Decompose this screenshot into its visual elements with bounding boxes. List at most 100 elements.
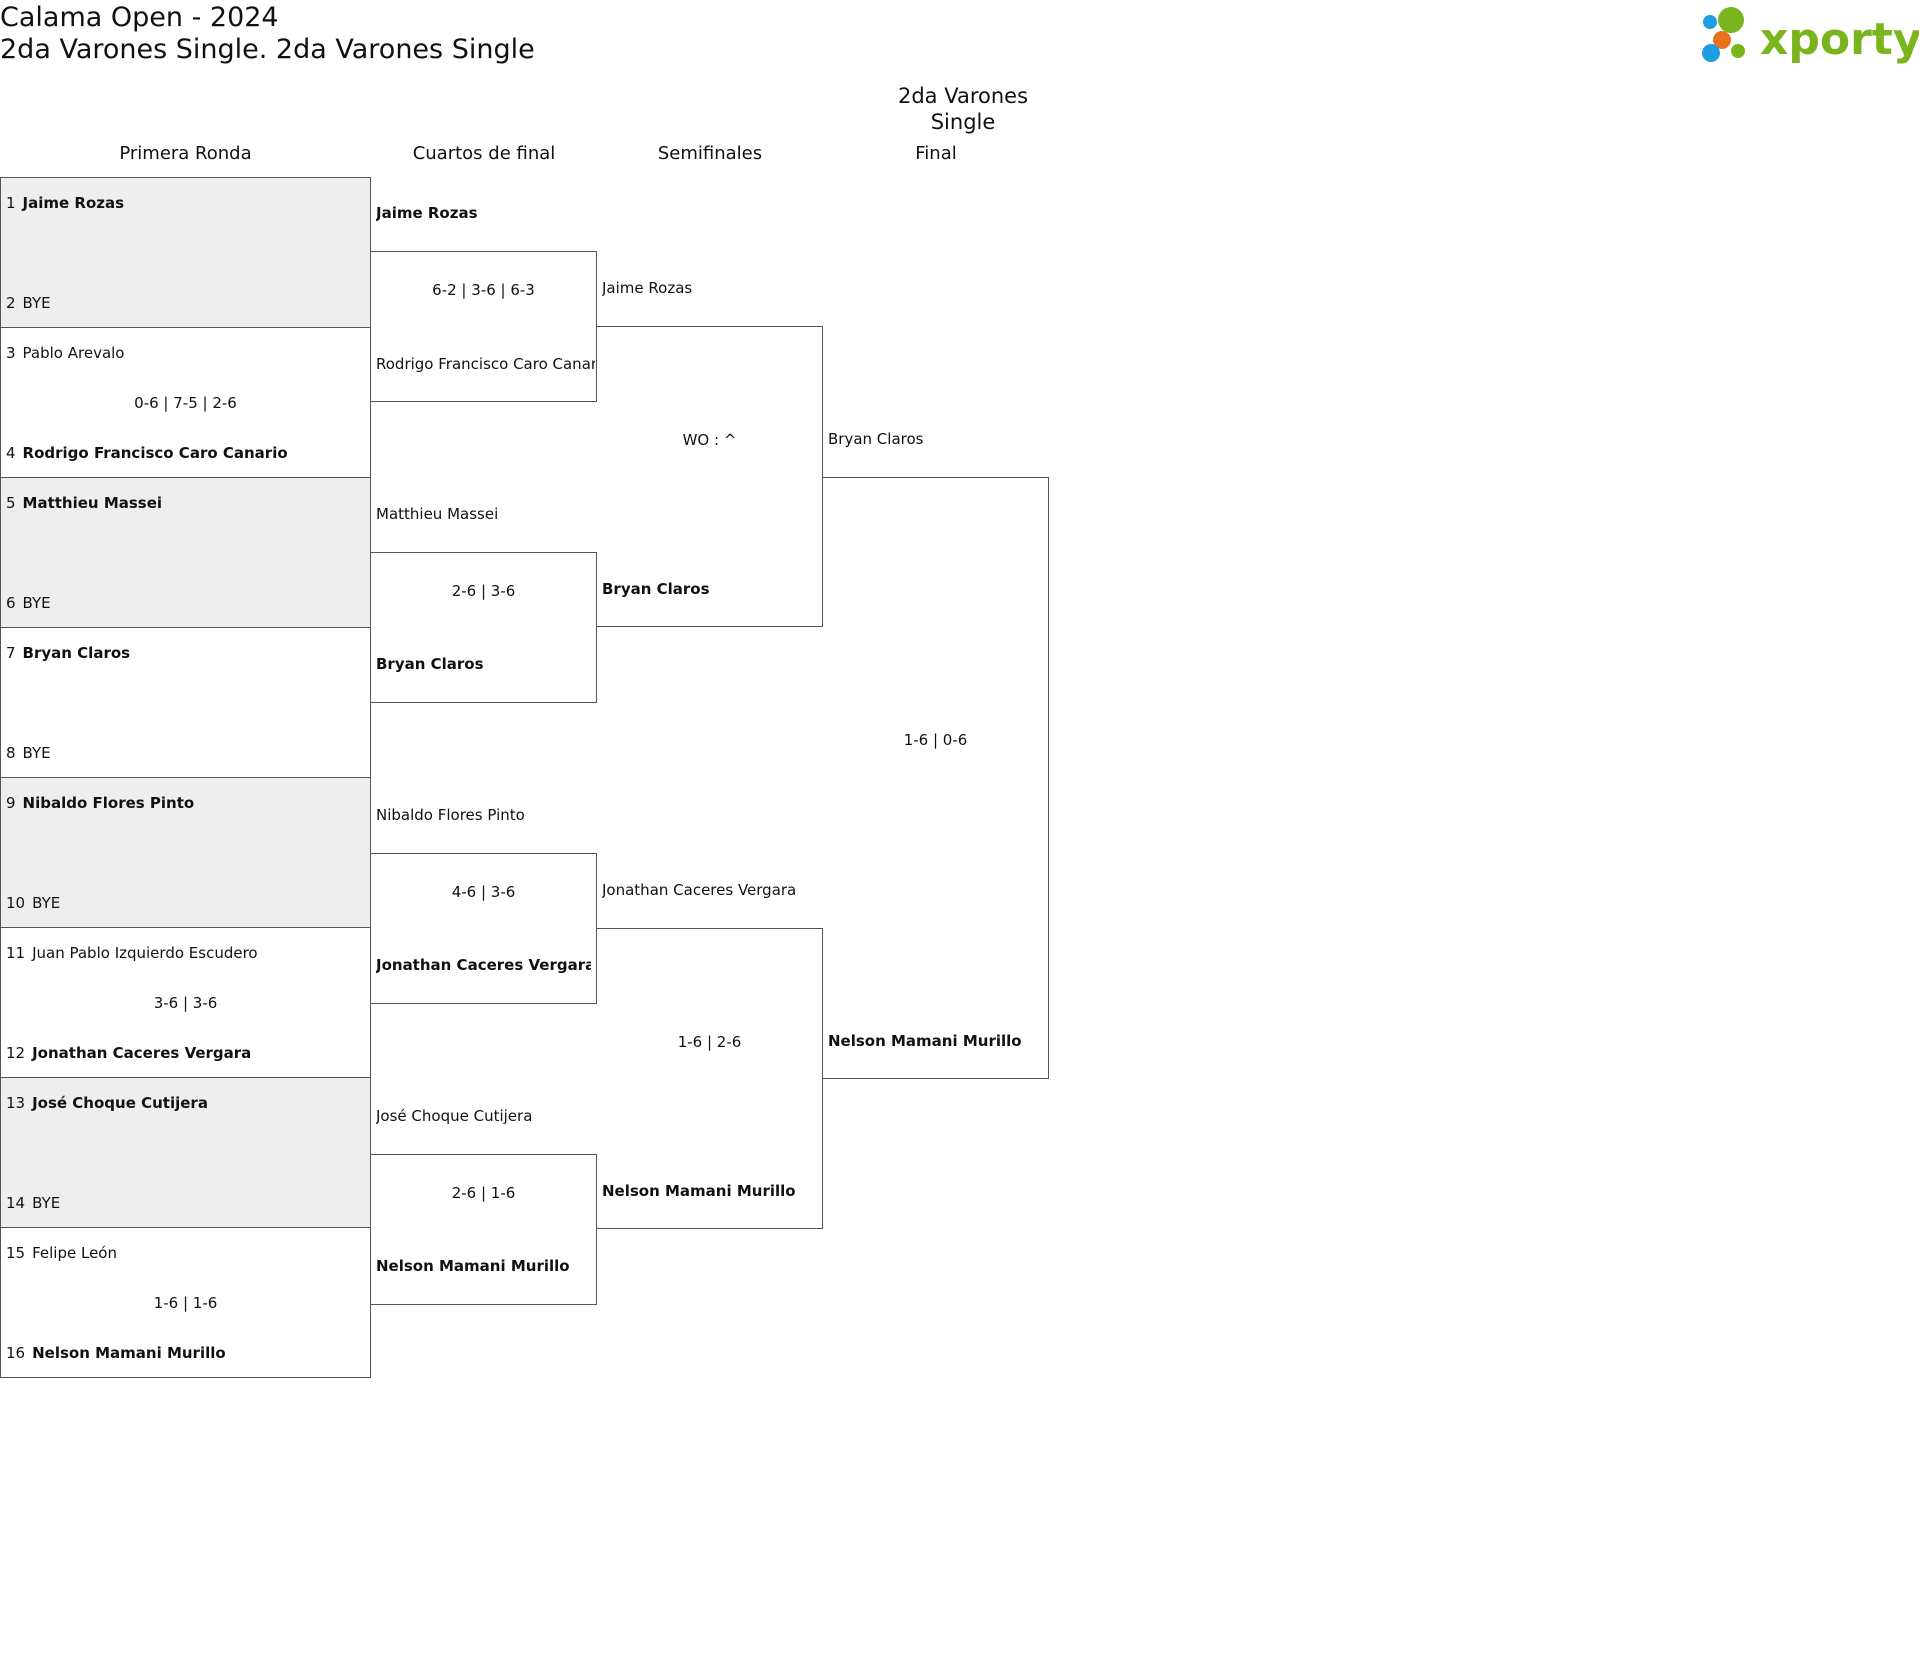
match-score: 0-6 | 7-5 | 2-6 — [134, 394, 237, 412]
player-slot: 5 Matthieu Massei — [6, 494, 162, 512]
seed-number: 2 — [6, 294, 16, 312]
seed-number: 9 — [6, 794, 16, 812]
final-player: Bryan Claros — [828, 430, 924, 448]
logo-dot-green-large — [1718, 7, 1744, 33]
seed-number: 14 — [6, 1194, 26, 1212]
player-slot: 11 Juan Pablo Izquierdo Escudero — [6, 944, 258, 962]
player-name: BYE — [22, 744, 51, 762]
round-header-semifinales: Semifinales — [657, 143, 763, 164]
match-score: 2-6 | 3-6 — [451, 582, 516, 600]
sf-player: Jaime Rozas — [602, 279, 693, 297]
first-round-match-8: 15 Felipe León 1-6 | 1-6 16 Nelson Mamani … — [0, 1227, 371, 1378]
player-name: José Choque Cutijera — [32, 1094, 208, 1112]
first-round-match-7: 13 José Choque Cutijera 14 BYE — [0, 1077, 371, 1228]
first-round-match-5: 9 Nibaldo Flores Pinto 10 BYE — [0, 777, 371, 928]
player-slot: 1 Jaime Rozas — [6, 194, 124, 212]
player-name: Rodrigo Francisco Caro Canario — [22, 444, 288, 462]
sf-player: Bryan Claros — [602, 580, 710, 598]
qf-player: Rodrigo Francisco Caro Canario — [376, 355, 595, 373]
match-score: 4-6 | 3-6 — [451, 883, 516, 901]
seed-number: 13 — [6, 1094, 26, 1112]
semifinal-match-2: 1-6 | 2-6 — [597, 928, 823, 1229]
match-score: 3-6 | 3-6 — [153, 994, 218, 1012]
logo-dot-orange — [1713, 31, 1731, 49]
first-round-match-4: 7 Bryan Claros 8 BYE — [0, 627, 371, 778]
match-score: WO : ^ — [682, 431, 737, 449]
sf-player: Jonathan Caceres Vergara — [602, 881, 797, 899]
match-score: 1-6 | 1-6 — [153, 1294, 218, 1312]
tournament-title: Calama Open - 2024 — [0, 2, 279, 33]
match-score: 1-6 | 0-6 — [903, 731, 968, 749]
first-round-match-6: 11 Juan Pablo Izquierdo Escudero 3-6 | 3-… — [0, 927, 371, 1078]
first-round-match-2: 3 Pablo Arevalo 0-6 | 7-5 | 2-6 4 Rodrigo … — [0, 327, 371, 478]
seed-number: 11 — [6, 944, 26, 962]
player-slot: 4 Rodrigo Francisco Caro Canario — [6, 444, 288, 462]
seed-number: 15 — [6, 1244, 26, 1262]
round-header-cuartos: Cuartos de final — [412, 143, 556, 164]
seed-number: 3 — [6, 344, 16, 362]
draw-title: 2da Varones Single — [897, 84, 1029, 134]
player-name: Jaime Rozas — [22, 194, 125, 212]
player-slot: 15 Felipe León — [6, 1244, 117, 1262]
qf-player: Matthieu Massei — [376, 505, 499, 523]
match-score: 1-6 | 2-6 — [677, 1033, 742, 1051]
logo-dot-green-small — [1731, 44, 1745, 58]
seed-number: 1 — [6, 194, 16, 212]
player-slot: 16 Nelson Mamani Murillo — [6, 1344, 226, 1362]
seed-number: 7 — [6, 644, 16, 662]
player-name: Pablo Arevalo — [22, 344, 125, 362]
player-slot: 6 BYE — [6, 594, 51, 612]
seed-number: 16 — [6, 1344, 26, 1362]
qf-player: Bryan Claros — [376, 655, 484, 673]
xporty-logo: xporty — [1697, 4, 1920, 66]
player-slot: 13 José Choque Cutijera — [6, 1094, 208, 1112]
logo-text: xporty — [1760, 14, 1919, 65]
player-slot: 9 Nibaldo Flores Pinto — [6, 794, 194, 812]
qf-player: José Choque Cutijera — [376, 1107, 533, 1125]
qf-player: Nibaldo Flores Pinto — [376, 806, 525, 824]
player-slot: 10 BYE — [6, 894, 60, 912]
seed-number: 12 — [6, 1044, 26, 1062]
player-name: Nelson Mamani Murillo — [32, 1344, 226, 1362]
player-slot: 12 Jonathan Caceres Vergara — [6, 1044, 251, 1062]
seed-number: 4 — [6, 444, 16, 462]
player-name: Jonathan Caceres Vergara — [32, 1044, 252, 1062]
player-slot: 2 BYE — [6, 294, 51, 312]
category-title: 2da Varones Single. 2da Varones Single — [0, 34, 535, 65]
qf-player: Jonathan Caceres Vergara — [376, 956, 591, 974]
final-player: Nelson Mamani Murillo — [828, 1032, 1022, 1050]
quarterfinal-match-1: 6-2 | 3-6 | 6-3 — [371, 251, 597, 402]
sf-player: Nelson Mamani Murillo — [602, 1182, 796, 1200]
quarterfinal-match-4: 2-6 | 1-6 — [371, 1154, 597, 1305]
player-name: Matthieu Massei — [22, 494, 163, 512]
logo-dot-blue-large — [1702, 44, 1720, 62]
qf-player: Jaime Rozas — [376, 204, 478, 222]
seed-number: 5 — [6, 494, 16, 512]
player-name: Juan Pablo Izquierdo Escudero — [32, 944, 258, 962]
player-name: Bryan Claros — [22, 644, 131, 662]
player-name: BYE — [22, 294, 51, 312]
seed-number: 6 — [6, 594, 16, 612]
player-slot: 7 Bryan Claros — [6, 644, 130, 662]
first-round-match-3: 5 Matthieu Massei 6 BYE — [0, 477, 371, 628]
seed-number: 10 — [6, 894, 26, 912]
qf-player: Nelson Mamani Murillo — [376, 1257, 570, 1275]
logo-dot-blue-small — [1703, 15, 1717, 29]
round-header-primera: Primera Ronda — [119, 143, 252, 164]
first-round-match-1: 1 Jaime Rozas 2 BYE — [0, 177, 371, 328]
player-name: Nibaldo Flores Pinto — [22, 794, 195, 812]
player-slot: 14 BYE — [6, 1194, 60, 1212]
player-name: BYE — [22, 594, 51, 612]
quarterfinal-match-3: 4-6 | 3-6 — [371, 853, 597, 1004]
final-match: 1-6 | 0-6 — [823, 477, 1049, 1079]
player-name: BYE — [32, 1194, 61, 1212]
player-slot: 3 Pablo Arevalo — [6, 344, 125, 362]
player-name: BYE — [32, 894, 61, 912]
semifinal-match-1: WO : ^ — [597, 326, 823, 627]
player-slot: 8 BYE — [6, 744, 51, 762]
match-score: 6-2 | 3-6 | 6-3 — [432, 281, 535, 299]
player-name: Felipe León — [32, 1244, 117, 1262]
quarterfinal-match-2: 2-6 | 3-6 — [371, 552, 597, 703]
seed-number: 8 — [6, 744, 16, 762]
round-header-final: Final — [915, 143, 957, 164]
